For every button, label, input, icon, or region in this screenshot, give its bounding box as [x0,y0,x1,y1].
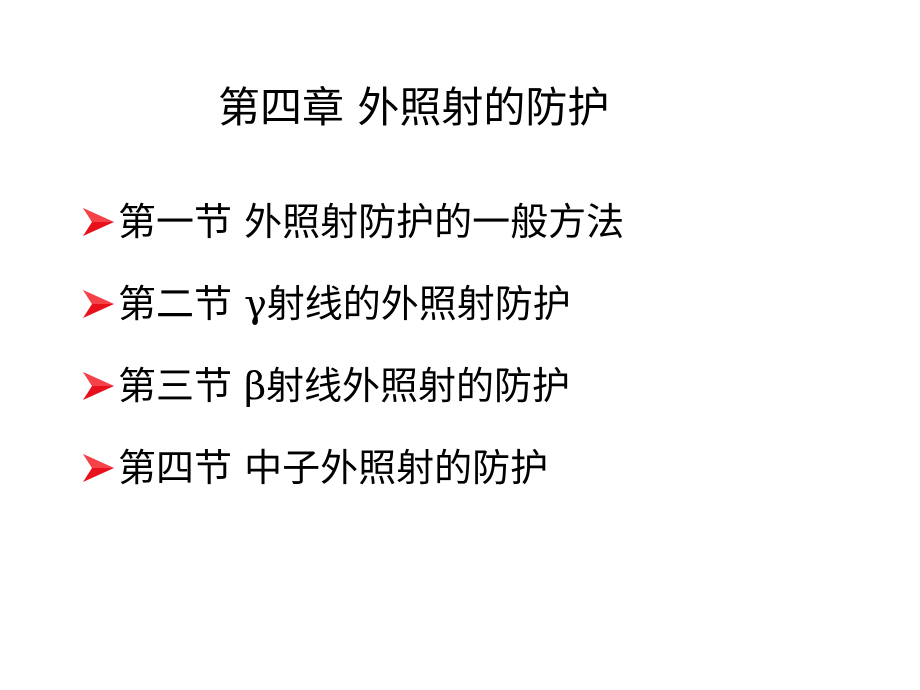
bullet-text: 第三节 β射线外照射的防护 [118,364,571,408]
slide-title: 第四章 外照射的防护 [218,83,610,132]
red-arrowhead-icon [83,208,114,236]
bullet-item: 第四节 中子外照射的防护 [80,438,624,498]
bullet-item: 第二节 γ射线的外照射防护 [80,274,624,334]
bullet-text: 第二节 γ射线的外照射防护 [118,282,571,326]
red-arrowhead-icon [83,290,114,318]
bullet-text: 第四节 中子外照射的防护 [118,446,549,490]
bullet-text: 第一节 外照射防护的一般方法 [118,200,625,244]
red-arrowhead-icon [83,454,114,482]
bullet-list: 第一节 外照射防护的一般方法 第二节 γ射线的外照射防护 第三节 β射线外照射的… [80,192,624,520]
bullet-item: 第三节 β射线外照射的防护 [80,356,624,416]
bullet-item: 第一节 外照射防护的一般方法 [80,192,624,252]
red-arrowhead-icon [83,372,114,400]
